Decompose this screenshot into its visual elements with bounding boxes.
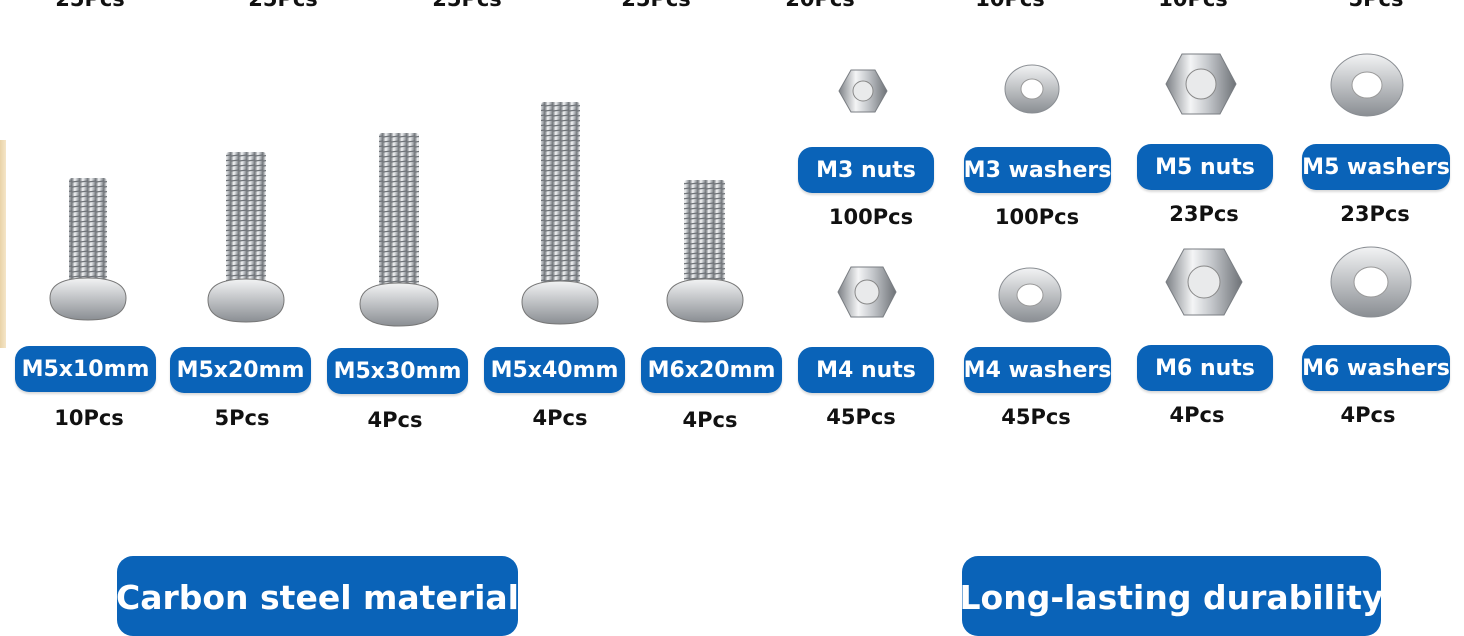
hardware-qty: 4Pcs xyxy=(1340,403,1396,427)
screw-qty: 4Pcs xyxy=(367,408,423,432)
screw-label-m5x30: M5x30mm xyxy=(327,348,468,394)
screw-m5x40-icon xyxy=(521,102,599,325)
label-m5-washers: M5 washers xyxy=(1302,144,1450,190)
m3-washer-icon xyxy=(1004,64,1060,114)
screw-label-m6x20: M6x20mm xyxy=(641,347,782,393)
screw-label-m5x20: M5x20mm xyxy=(170,347,311,393)
hardware-qty: 23Pcs xyxy=(1169,202,1239,226)
screw-label-m5x10: M5x10mm xyxy=(15,346,156,392)
hardware-qty: 100Pcs xyxy=(828,205,914,229)
label-m6-washers: M6 washers xyxy=(1302,345,1450,391)
label-m4-washers: M4 washers xyxy=(964,347,1111,393)
label-m3-washers: M3 washers xyxy=(964,147,1111,193)
hardware-qty: 100Pcs xyxy=(994,205,1080,229)
hardware-qty: 45Pcs xyxy=(1001,405,1071,429)
screw-qty: 5Pcs xyxy=(214,406,270,430)
side-strip xyxy=(0,140,6,348)
top-count: 5Pcs xyxy=(1349,0,1404,11)
label-m4-nuts: M4 nuts xyxy=(798,347,934,393)
m5-washer-icon xyxy=(1330,53,1404,117)
m6-washer-icon xyxy=(1330,246,1412,318)
top-count: 25Pcs xyxy=(621,0,691,11)
hardware-qty: 23Pcs xyxy=(1340,202,1410,226)
m6-nut-icon xyxy=(1165,248,1243,316)
label-m6-nuts: M6 nuts xyxy=(1137,345,1273,391)
top-count: 25Pcs xyxy=(432,0,502,11)
screw-qty: 10Pcs xyxy=(54,406,124,430)
top-count: 25Pcs xyxy=(55,0,125,11)
screw-m5x10-icon xyxy=(49,178,127,321)
hardware-qty: 4Pcs xyxy=(1169,403,1225,427)
m3-nut-icon xyxy=(838,69,888,113)
top-count: 10Pcs xyxy=(1158,0,1228,11)
top-count: 25Pcs xyxy=(248,0,318,11)
label-m5-nuts: M5 nuts xyxy=(1137,144,1273,190)
screw-label-m5x40: M5x40mm xyxy=(484,347,625,393)
hardware-qty: 45Pcs xyxy=(826,405,896,429)
screw-m5x30-icon xyxy=(359,133,439,327)
screw-qty: 4Pcs xyxy=(682,408,738,432)
feature-badge-durability: Long-lasting durability xyxy=(960,556,1383,636)
m4-nut-icon xyxy=(837,266,897,318)
top-count: 10Pcs xyxy=(975,0,1045,11)
screw-m6x20-icon xyxy=(666,180,744,323)
label-m3-nuts: M3 nuts xyxy=(798,147,934,193)
feature-badge-material: Carbon steel material xyxy=(116,556,519,636)
m4-washer-icon xyxy=(998,267,1062,323)
screw-qty: 4Pcs xyxy=(532,406,588,430)
screw-m5x20-icon xyxy=(207,152,285,323)
top-count: 20Pcs xyxy=(785,0,855,11)
m5-nut-icon xyxy=(1165,53,1237,115)
